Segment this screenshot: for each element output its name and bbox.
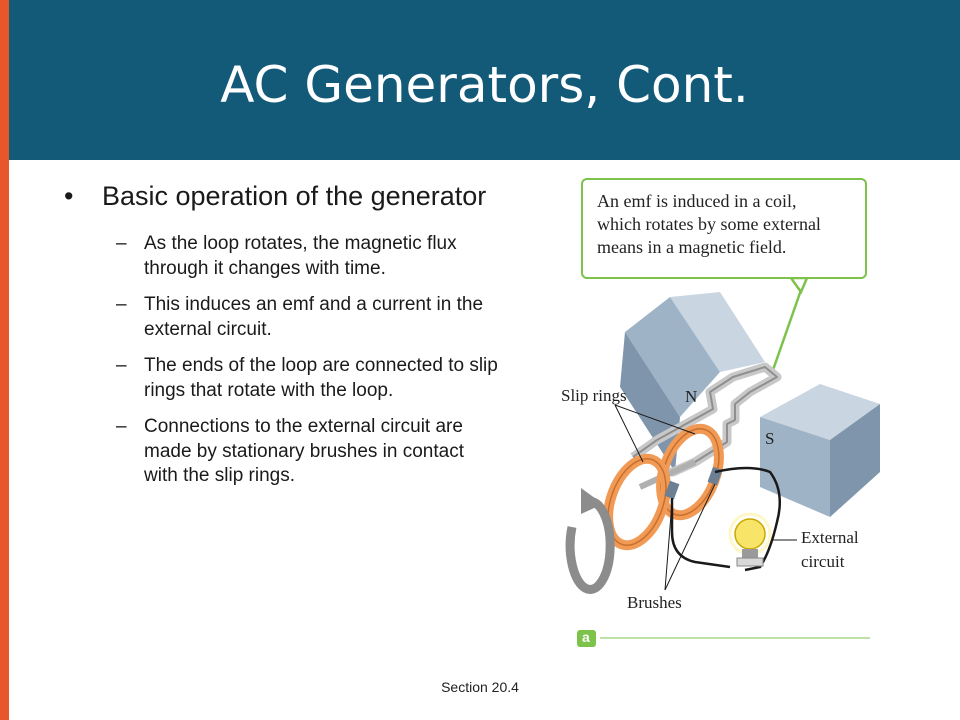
- bullet-text: Basic operation of the generator: [102, 181, 487, 211]
- external-circuit-label: circuit: [801, 552, 845, 571]
- panel-badge: [577, 630, 596, 647]
- slide-title: AC Generators, Cont.: [220, 56, 749, 114]
- brush: [664, 480, 680, 500]
- caption-leader-line: [771, 289, 803, 371]
- north-magnet: [620, 292, 765, 472]
- light-bulb-icon: [728, 512, 772, 567]
- south-magnet: [760, 384, 880, 517]
- sub-bullet-item: – This induces an emf and a current in t…: [60, 293, 500, 342]
- slip-rings-label: Slip rings: [561, 386, 627, 405]
- generator-figure: An emf is induced in a coil, which rotat…: [545, 172, 880, 652]
- sub-bullet-text: As the loop rotates, the magnetic flux t…: [144, 233, 457, 279]
- bullet-dot-icon: •: [64, 181, 74, 211]
- brush: [707, 466, 723, 486]
- caption-box: An emf is induced in a coil, which rotat…: [581, 178, 867, 279]
- caption-line: An emf is induced in a coil,: [597, 191, 797, 211]
- sub-bullet-text: This induces an emf and a current in the…: [144, 294, 484, 340]
- sub-bullet-item: – The ends of the loop are connected to …: [60, 354, 500, 403]
- bullet-item: • Basic operation of the generator: [60, 178, 500, 214]
- sub-bullet-item: – As the loop rotates, the magnetic flux…: [60, 232, 500, 281]
- accent-bar: [0, 0, 9, 720]
- dash-icon: –: [116, 294, 127, 315]
- dash-icon: –: [116, 233, 127, 254]
- sub-bullet-text: Connections to the external circuit are …: [144, 416, 465, 486]
- south-pole-label: S: [765, 429, 775, 448]
- dash-icon: –: [116, 355, 127, 376]
- panel-label: a: [582, 629, 590, 645]
- external-circuit-label: External: [801, 528, 859, 547]
- north-pole-label: N: [685, 387, 698, 406]
- slide-footer: Section 20.4: [441, 679, 519, 695]
- caption-pointer: [788, 276, 809, 295]
- bullet-list: • Basic operation of the generator – As …: [60, 178, 500, 501]
- slip-ring-front: [603, 453, 671, 551]
- brushes-label: Brushes: [627, 593, 682, 612]
- title-bar: AC Generators, Cont.: [9, 0, 960, 160]
- sub-bullet-item: – Connections to the external circuit ar…: [60, 415, 500, 489]
- rotation-arrow-icon: [565, 488, 615, 594]
- circuit-wire: [714, 466, 782, 572]
- caption-line: which rotates by some external: [597, 214, 821, 234]
- circuit-wire: [670, 498, 731, 569]
- caption-line: means in a magnetic field.: [597, 237, 787, 257]
- sub-bullet-text: The ends of the loop are connected to sl…: [144, 355, 498, 401]
- generator-illustration: [565, 276, 880, 647]
- dash-icon: –: [116, 416, 127, 437]
